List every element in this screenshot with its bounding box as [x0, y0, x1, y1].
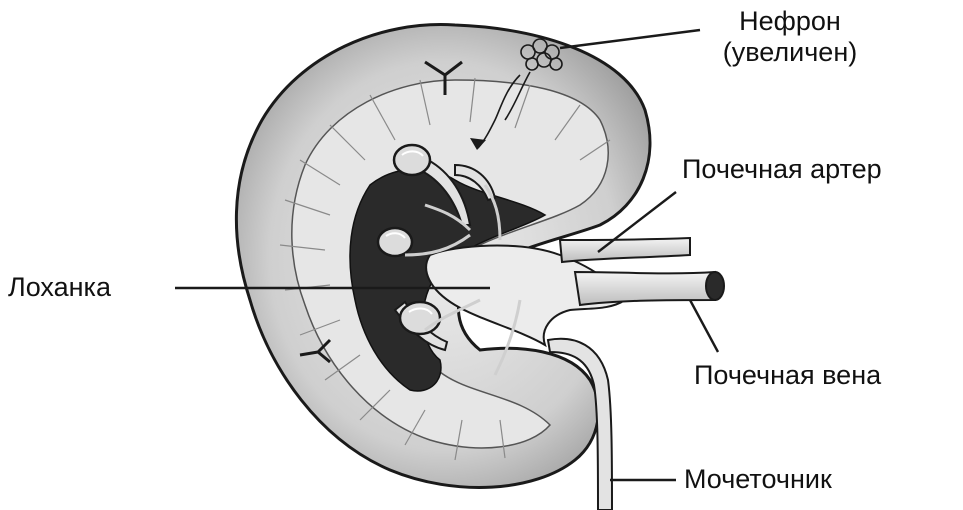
renal-vein-opening [706, 272, 724, 300]
renal-vein [575, 272, 715, 305]
pelvis-label: Лоханка [8, 272, 111, 303]
nephron-title: Нефрон [690, 6, 890, 37]
renal-artery-label: Почечная артер [682, 154, 882, 185]
ureter-label: Мочеточник [684, 464, 832, 495]
nephron-note: (увеличен) [690, 37, 890, 68]
renal-vein-label: Почечная вена [694, 360, 881, 391]
renal-artery [560, 238, 690, 262]
nephron-label: Нефрон (увеличен) [690, 6, 890, 68]
